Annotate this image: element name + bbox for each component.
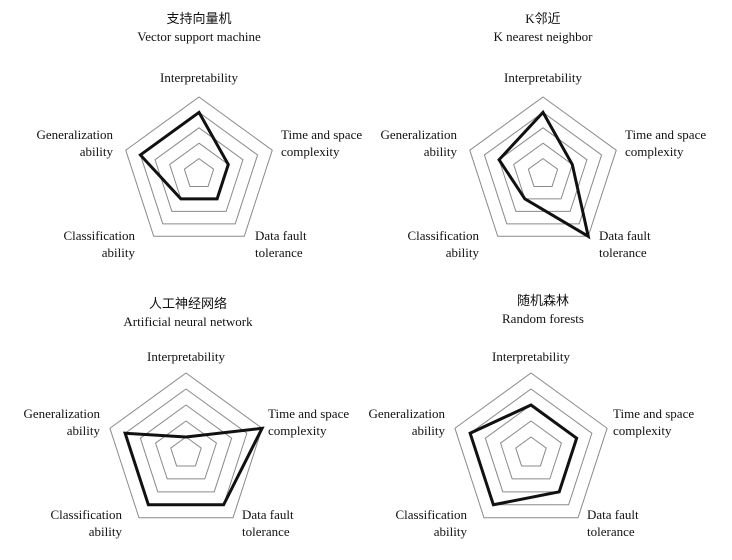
grid-ring-1 — [170, 436, 202, 467]
grid-ring-1 — [515, 436, 547, 467]
data-polygon — [123, 426, 265, 507]
grid-ring-4 — [469, 388, 593, 506]
chart-title-cn: 随机森林 — [517, 293, 569, 308]
grid-ring-5 — [109, 372, 263, 519]
chart-title-en: Random forests — [502, 311, 584, 326]
chart-title-cn: 支持向量机 — [166, 11, 231, 26]
chart-title-en: Artificial neural network — [123, 314, 253, 329]
radar-panel-1: 支持向量机 Vector support machineInterpretabil… — [36, 11, 362, 260]
grid-ring-5 — [454, 372, 608, 519]
axis-label-1: Interpretability — [160, 70, 238, 85]
grid-ring-2 — [513, 142, 573, 200]
chart-title-cn: K邻近 — [525, 11, 560, 26]
data-polygon — [468, 403, 579, 507]
chart-title-en: Vector support machine — [137, 29, 261, 44]
grid-ring-4 — [483, 111, 603, 225]
grid-ring-1 — [183, 157, 215, 187]
data-polygon — [138, 110, 230, 201]
grid-ring-5 — [469, 96, 617, 237]
chart-title-en: K nearest neighbor — [494, 29, 594, 44]
chart-title-cn: 人工神经网络 — [149, 296, 227, 311]
grid-ring-3 — [498, 127, 588, 212]
radar-panel-3: 人工神经网络 Artificial neural networkInterpret… — [23, 296, 349, 539]
grid-ring-2 — [499, 420, 563, 480]
data-polygon — [497, 109, 591, 240]
axis-label-1: Interpretability — [147, 349, 225, 364]
axis-label-1: Interpretability — [492, 349, 570, 364]
grid-ring-3 — [154, 127, 244, 212]
grid-ring-2 — [154, 420, 218, 480]
axis-label-1: Interpretability — [504, 70, 582, 85]
grid-ring-5 — [125, 96, 273, 237]
radar-panel-2: K邻近 K nearest neighborInterpretabilityTim… — [380, 11, 706, 260]
grid-ring-1 — [527, 157, 559, 187]
